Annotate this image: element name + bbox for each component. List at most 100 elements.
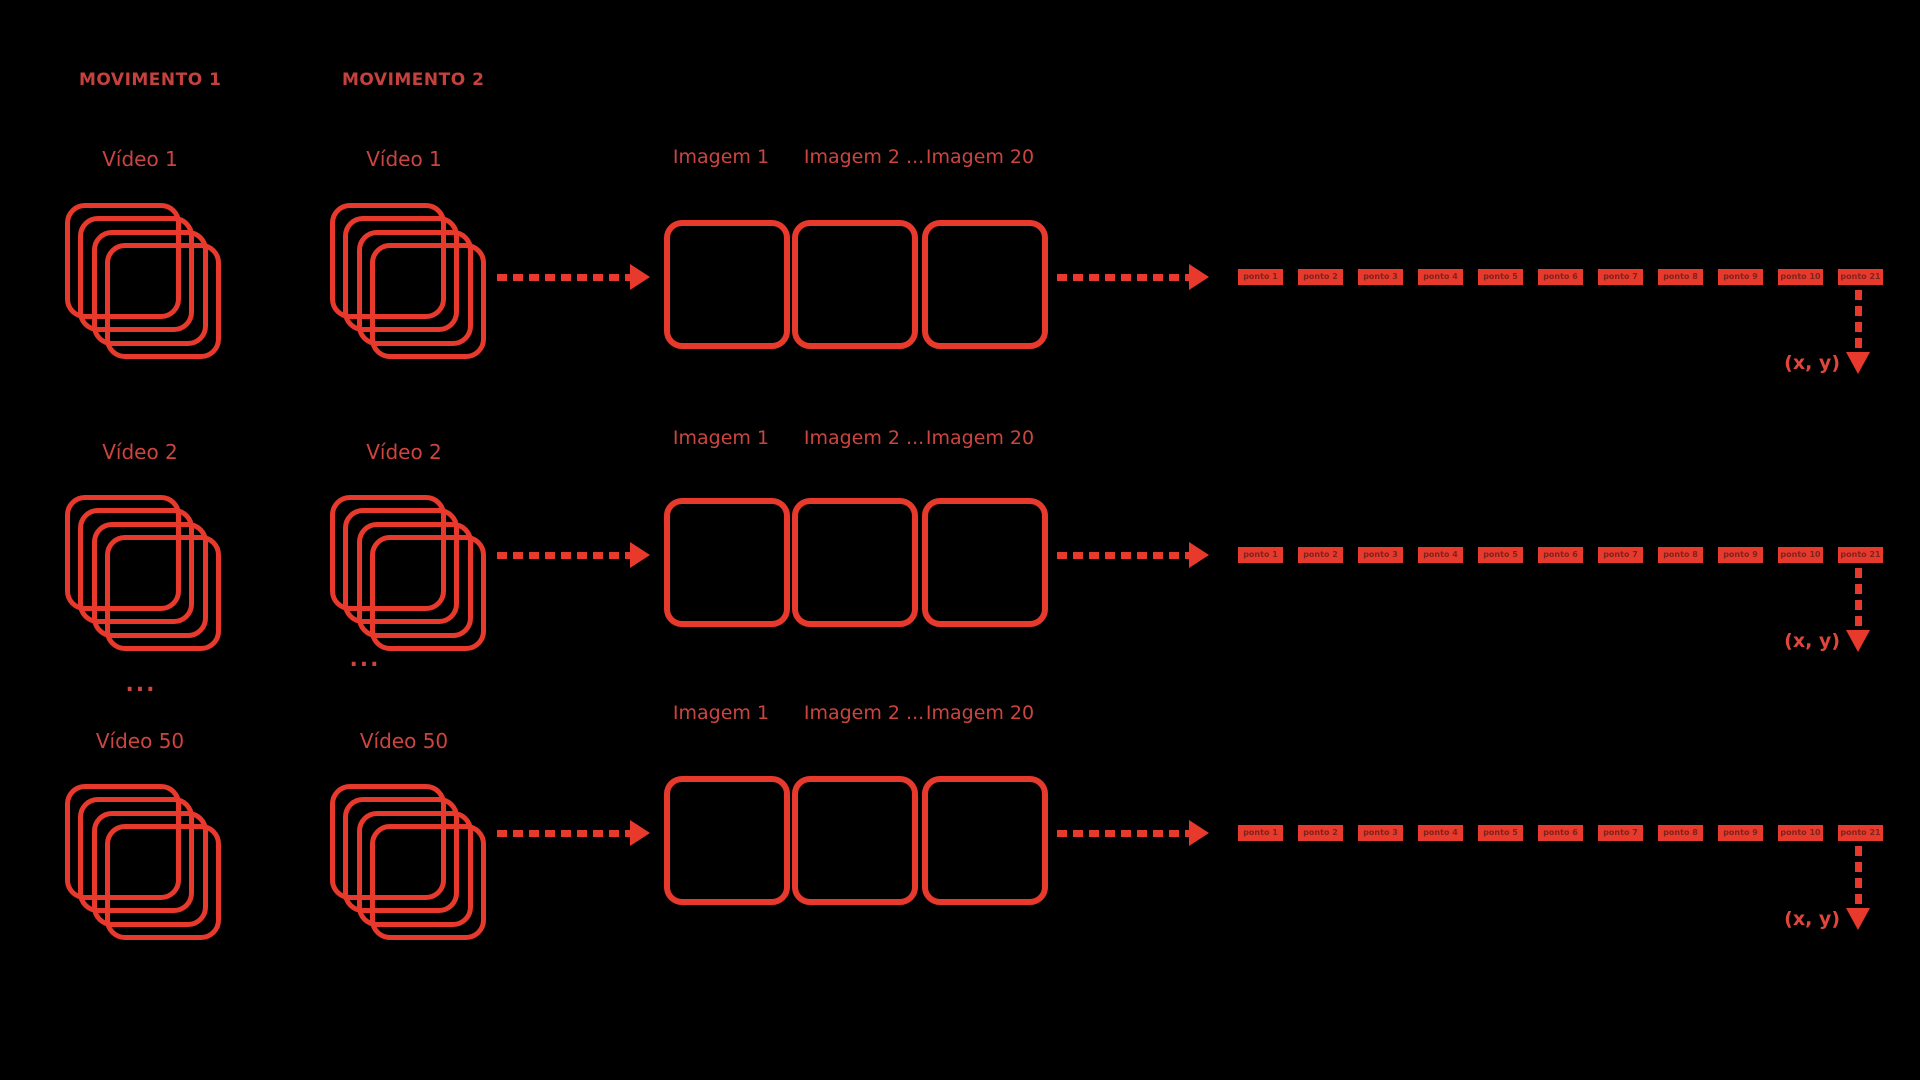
frame-outline xyxy=(357,811,473,927)
ponto-block: ponto 6 xyxy=(1538,547,1583,563)
ponto-block: ponto 21 xyxy=(1838,825,1883,841)
frame-outline xyxy=(343,508,459,624)
video-stack-icon xyxy=(330,203,486,359)
video-stack-icon xyxy=(65,784,221,940)
ellipsis: ... xyxy=(125,672,157,697)
frame-outline xyxy=(78,797,194,913)
xy-label: (x, y) xyxy=(1784,352,1840,374)
image-box xyxy=(922,220,1048,349)
keypoint-bar: ponto 1 ponto 2 ponto 3 ponto 4 ponto 5 … xyxy=(1238,547,1883,563)
frame-outline xyxy=(105,535,221,651)
image-box xyxy=(664,776,790,905)
ponto-block: ponto 21 xyxy=(1838,269,1883,285)
frame-outline xyxy=(65,203,181,319)
arrowhead-icon xyxy=(1189,264,1209,290)
down-dashed-arrow-icon xyxy=(1855,290,1862,348)
ponto-block: ponto 7 xyxy=(1598,547,1643,563)
image-box xyxy=(922,776,1048,905)
frame-outline xyxy=(330,495,446,611)
ponto-block: ponto 4 xyxy=(1418,825,1463,841)
frame-outline xyxy=(357,522,473,638)
ponto-block: ponto 7 xyxy=(1598,269,1643,285)
movimento-2-header: MOVIMENTO 2 xyxy=(342,70,485,90)
ponto-block: ponto 3 xyxy=(1358,825,1403,841)
frame-outline xyxy=(370,824,486,940)
frame-outline xyxy=(105,243,221,359)
keypoint-bar: ponto 1 ponto 2 ponto 3 ponto 4 ponto 5 … xyxy=(1238,269,1883,285)
movimento-1-header: MOVIMENTO 1 xyxy=(79,70,222,90)
ponto-block: ponto 7 xyxy=(1598,825,1643,841)
down-arrowhead-icon xyxy=(1846,630,1870,652)
frame-outline xyxy=(65,495,181,611)
ponto-block: ponto 1 xyxy=(1238,269,1283,285)
ponto-block: ponto 2 xyxy=(1298,269,1343,285)
arrowhead-icon xyxy=(630,542,650,568)
keypoint-bar: ponto 1 ponto 2 ponto 3 ponto 4 ponto 5 … xyxy=(1238,825,1883,841)
arrowhead-icon xyxy=(1189,542,1209,568)
frame-outline xyxy=(330,784,446,900)
video-stack-icon xyxy=(330,784,486,940)
frame-outline xyxy=(357,230,473,346)
ponto-block: ponto 5 xyxy=(1478,269,1523,285)
xy-label: (x, y) xyxy=(1784,908,1840,930)
ponto-block: ponto 9 xyxy=(1718,547,1763,563)
imagem-label: Imagem 20 xyxy=(925,427,1035,449)
ponto-block: ponto 2 xyxy=(1298,825,1343,841)
imagem-label: Imagem 2 ... xyxy=(803,427,925,449)
ponto-block: ponto 8 xyxy=(1658,269,1703,285)
imagem-label: Imagem 2 ... xyxy=(803,146,925,168)
imagem-label: Imagem 20 xyxy=(925,146,1035,168)
frame-outline xyxy=(343,797,459,913)
ponto-block: ponto 21 xyxy=(1838,547,1883,563)
frame-outline xyxy=(370,535,486,651)
frame-outline xyxy=(92,811,208,927)
dashed-arrow-icon xyxy=(497,552,630,559)
arrowhead-icon xyxy=(630,264,650,290)
down-arrowhead-icon xyxy=(1846,352,1870,374)
frame-outline xyxy=(370,243,486,359)
ponto-block: ponto 8 xyxy=(1658,825,1703,841)
ponto-block: ponto 10 xyxy=(1778,547,1823,563)
dashed-arrow-icon xyxy=(497,830,630,837)
video-label: Vídeo 2 xyxy=(366,440,442,464)
imagem-label: Imagem 1 xyxy=(672,146,770,168)
ponto-block: ponto 4 xyxy=(1418,547,1463,563)
image-box xyxy=(792,498,918,627)
ponto-block: ponto 2 xyxy=(1298,547,1343,563)
frame-outline xyxy=(78,508,194,624)
video-stack-icon xyxy=(330,495,486,651)
ponto-block: ponto 6 xyxy=(1538,825,1583,841)
dashed-arrow-icon xyxy=(497,274,630,281)
video-label: Vídeo 2 xyxy=(102,440,178,464)
video-label: Vídeo 1 xyxy=(102,147,178,171)
imagem-label: Imagem 1 xyxy=(672,702,770,724)
image-box xyxy=(922,498,1048,627)
ponto-block: ponto 5 xyxy=(1478,825,1523,841)
down-arrowhead-icon xyxy=(1846,908,1870,930)
ponto-block: ponto 1 xyxy=(1238,547,1283,563)
imagem-label: Imagem 2 ... xyxy=(803,702,925,724)
image-box xyxy=(664,498,790,627)
frame-outline xyxy=(92,522,208,638)
ponto-block: ponto 1 xyxy=(1238,825,1283,841)
video-label: Vídeo 50 xyxy=(359,729,449,753)
frame-outline xyxy=(78,216,194,332)
ponto-block: ponto 3 xyxy=(1358,547,1403,563)
ponto-block: ponto 5 xyxy=(1478,547,1523,563)
frame-outline xyxy=(92,230,208,346)
video-label: Vídeo 1 xyxy=(366,147,442,171)
ponto-block: ponto 10 xyxy=(1778,269,1823,285)
imagem-label: Imagem 1 xyxy=(672,427,770,449)
ellipsis: ... xyxy=(349,647,381,672)
ponto-block: ponto 9 xyxy=(1718,825,1763,841)
ponto-block: ponto 10 xyxy=(1778,825,1823,841)
video-stack-icon xyxy=(65,203,221,359)
ponto-block: ponto 6 xyxy=(1538,269,1583,285)
frame-outline xyxy=(65,784,181,900)
imagem-label: Imagem 20 xyxy=(925,702,1035,724)
ponto-block: ponto 8 xyxy=(1658,547,1703,563)
frame-outline xyxy=(343,216,459,332)
video-label: Vídeo 50 xyxy=(95,729,185,753)
image-box xyxy=(792,220,918,349)
